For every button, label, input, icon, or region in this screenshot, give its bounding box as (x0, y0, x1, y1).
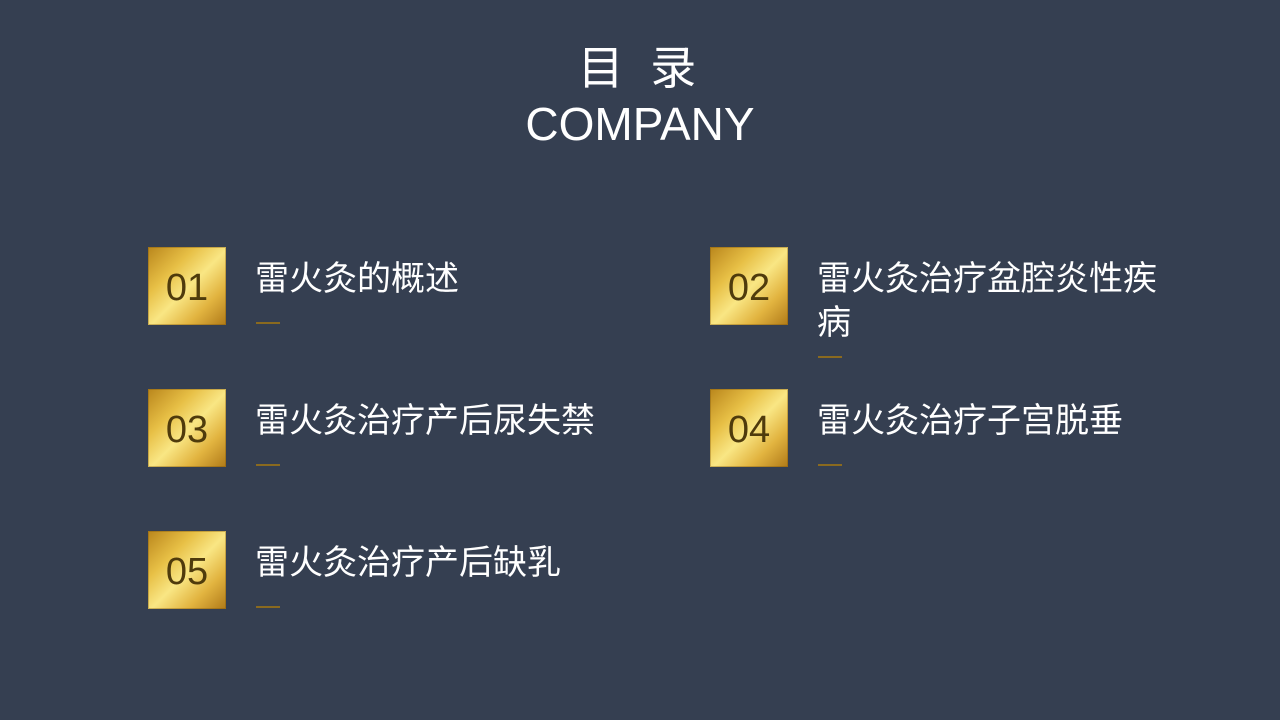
toc-item-label: 雷火灸治疗盆腔炎性疾病 (817, 259, 1157, 343)
page-title: 目 录 (577, 41, 703, 95)
toc-item-label: 雷火灸的概述 (255, 259, 459, 299)
toc-item-label: 雷火灸治疗子宫脱垂 (817, 401, 1123, 441)
accent-line (818, 356, 842, 358)
accent-line (256, 322, 280, 324)
accent-line (256, 606, 280, 608)
number-label: 03 (165, 409, 209, 451)
number-label: 04 (727, 409, 771, 451)
page-subtitle: COMPANY (525, 98, 755, 150)
number-badge: 02 (710, 247, 788, 325)
accent-line (818, 464, 842, 466)
accent-line (256, 464, 280, 466)
toc-item-05[interactable]: 05 雷火灸治疗产后缺乳 (148, 531, 608, 621)
toc-item-label: 雷火灸治疗产后缺乳 (255, 543, 561, 583)
toc-item-04[interactable]: 04 雷火灸治疗子宫脱垂 (710, 389, 1170, 479)
toc-item-01[interactable]: 01 雷火灸的概述 (148, 247, 608, 337)
number-badge: 01 (148, 247, 226, 325)
toc-item-03[interactable]: 03 雷火灸治疗产后尿失禁 (148, 389, 648, 479)
number-label: 02 (727, 267, 771, 309)
number-badge: 05 (148, 531, 226, 609)
toc-item-label: 雷火灸治疗产后尿失禁 (255, 401, 595, 441)
toc-item-02[interactable]: 02 雷火灸治疗盆腔炎性疾病 (710, 247, 1170, 367)
number-badge: 03 (148, 389, 226, 467)
number-label: 01 (165, 267, 209, 309)
number-label: 05 (165, 551, 209, 593)
number-badge: 04 (710, 389, 788, 467)
